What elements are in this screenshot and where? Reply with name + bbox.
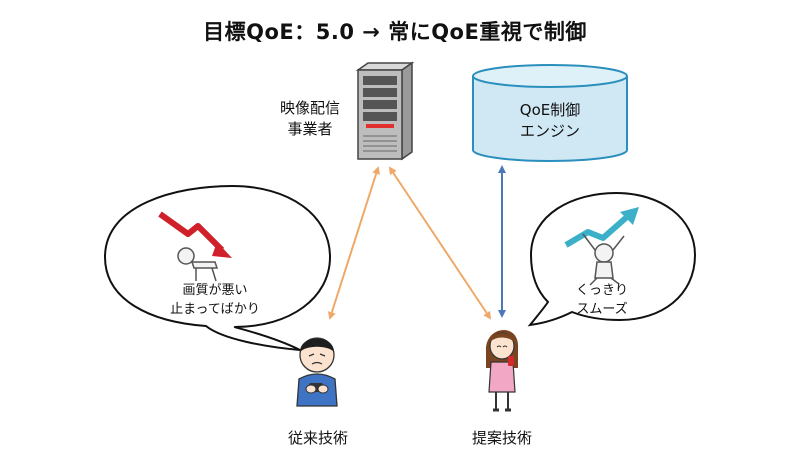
left-bubble-line2: 止まってばかり: [170, 302, 260, 317]
engine-label-line2: エンジン: [519, 122, 580, 140]
engine-label: QoE制御 エンジン: [490, 100, 610, 142]
server-label: 映像配信 事業者: [268, 98, 352, 140]
happy-person-icon: [582, 233, 625, 286]
proposed-user-icon: [485, 330, 519, 412]
engine-cylinder: [472, 64, 628, 162]
disappointed-person-icon: [177, 247, 219, 282]
legacy-user-icon: [296, 337, 338, 407]
right-bubble-text: くっきり スムーズ: [557, 281, 647, 319]
legacy-user-label: 従来技術: [287, 429, 348, 447]
left-bubble-line1: 画質が悪い: [182, 283, 248, 298]
legacy-arrow: [328, 166, 380, 320]
diagram-title: 目標QoE：5.0 → 常にQoE重視で制御: [203, 20, 587, 44]
server-label-line1: 映像配信: [279, 99, 340, 117]
proposed-user-label: 提案技術: [471, 429, 532, 447]
right-bubble-line2: スムーズ: [576, 302, 628, 317]
up-trend-arrow-icon: [564, 207, 639, 248]
engine-label-line1: QoE制御: [519, 101, 581, 119]
server-label-line2: 事業者: [287, 120, 333, 138]
left-bubble-text: 画質が悪い 止まってばかり: [150, 281, 280, 319]
right-speech-bubble: [527, 191, 697, 327]
server-icon: [355, 61, 415, 161]
right-bubble-line1: くっきり: [575, 283, 628, 298]
proposed-arrow: [388, 166, 492, 320]
down-trend-arrow-icon: [158, 211, 232, 258]
